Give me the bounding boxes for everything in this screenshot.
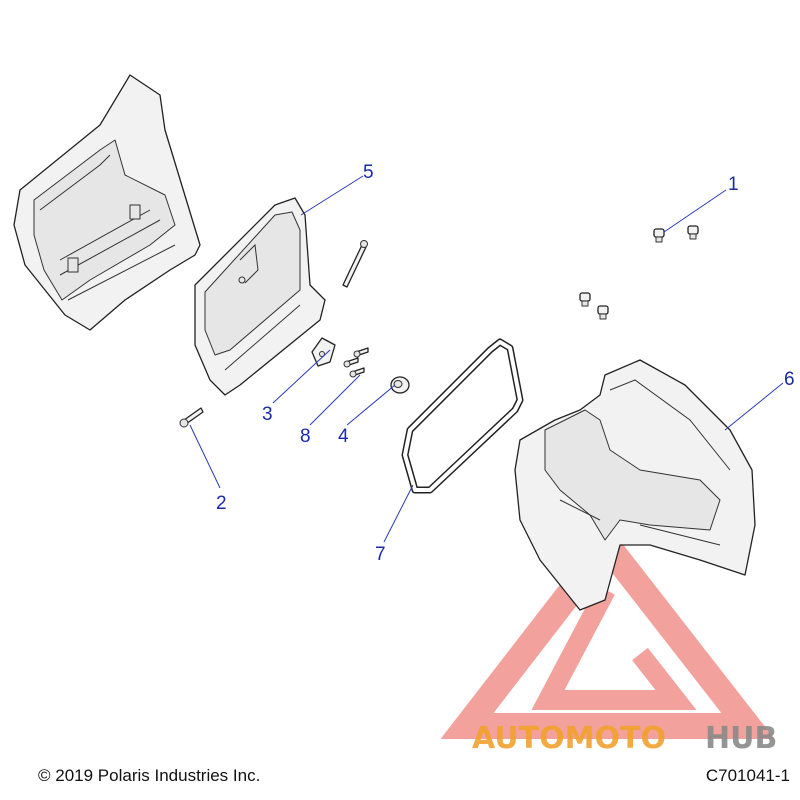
latch-bracket bbox=[311, 337, 336, 367]
callout-2: 2 bbox=[216, 493, 227, 514]
bumper bbox=[390, 376, 410, 394]
fasteners bbox=[579, 225, 699, 320]
leader-8 bbox=[309, 374, 361, 426]
callout-7: 7 bbox=[375, 544, 386, 565]
fastener bbox=[687, 225, 699, 240]
callout-3: 3 bbox=[262, 404, 273, 425]
callout-6: 6 bbox=[784, 369, 795, 390]
storage-bin-left bbox=[13, 74, 201, 331]
callout-4: 4 bbox=[338, 426, 349, 447]
watermark-text: AUTOMOTO HUB bbox=[472, 721, 777, 756]
callout-8: 8 bbox=[300, 426, 311, 447]
storage-bin-right bbox=[514, 359, 756, 611]
leader-7 bbox=[383, 484, 414, 543]
callout-1: 1 bbox=[728, 174, 739, 195]
fastener bbox=[579, 292, 591, 307]
bolt-upper bbox=[342, 240, 368, 288]
drawing-id: C701041-1 bbox=[705, 766, 790, 785]
screws-small bbox=[343, 347, 369, 378]
bolt bbox=[179, 407, 204, 428]
watermark-text-part2: HUB bbox=[705, 721, 777, 756]
leader-2 bbox=[189, 424, 221, 489]
copyright-notice: © 2019 Polaris Industries Inc. bbox=[38, 766, 261, 785]
leader-1 bbox=[663, 189, 727, 233]
leader-6 bbox=[724, 382, 784, 431]
fastener bbox=[653, 228, 665, 243]
leader-5 bbox=[300, 175, 364, 216]
leader-4 bbox=[346, 384, 396, 426]
watermark-logo bbox=[440, 523, 775, 739]
watermark-text-part1: AUTOMOTO bbox=[472, 721, 666, 756]
seal-gasket bbox=[401, 338, 524, 494]
fastener bbox=[597, 305, 609, 320]
callout-5: 5 bbox=[363, 162, 374, 183]
leader-3 bbox=[272, 349, 331, 404]
lid-panel bbox=[194, 197, 326, 396]
